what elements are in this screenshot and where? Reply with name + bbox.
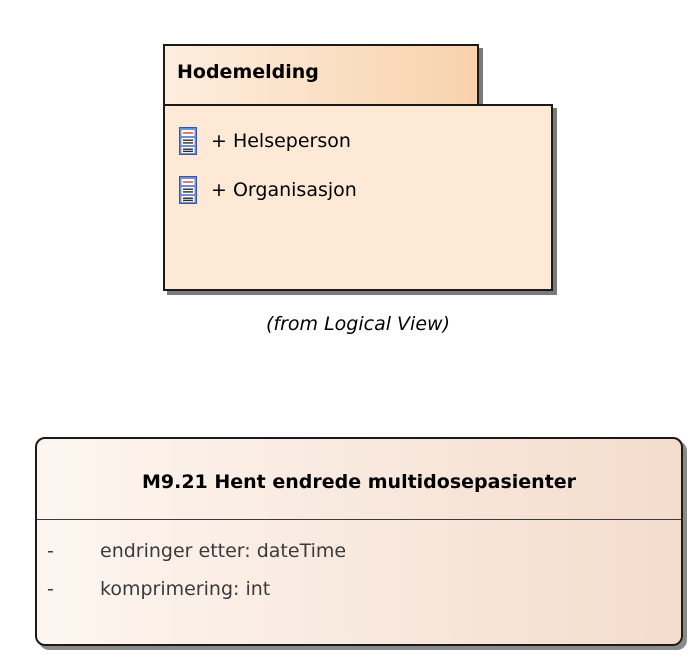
class-header: M9.21 Hent endrede multidosepasienter bbox=[37, 439, 681, 520]
class-attribute[interactable]: - komprimering: int bbox=[47, 575, 270, 603]
package-name: Hodemelding bbox=[177, 61, 319, 83]
package-item-label: + Helseperson bbox=[211, 130, 351, 152]
class-element-icon bbox=[179, 176, 197, 204]
attribute-text: endringer etter: dateTime bbox=[100, 540, 347, 562]
attribute-text: komprimering: int bbox=[100, 578, 271, 600]
package-item-helseperson[interactable]: + Helseperson bbox=[179, 126, 351, 156]
package-body[interactable]: + Helseperson + Organisasjon bbox=[163, 104, 553, 291]
class-title: M9.21 Hent endrede multidosepasienter bbox=[141, 471, 577, 493]
class-element-icon bbox=[179, 127, 197, 155]
class-attribute[interactable]: - endringer etter: dateTime bbox=[47, 537, 346, 565]
class-element[interactable]: M9.21 Hent endrede multidosepasienter - e… bbox=[35, 437, 683, 646]
package-source-note: (from Logical View) bbox=[266, 313, 450, 335]
package-tab[interactable]: Hodemelding bbox=[163, 44, 479, 106]
attribute-visibility: - bbox=[47, 540, 54, 562]
package-item-organisasjon[interactable]: + Organisasjon bbox=[179, 175, 357, 205]
attribute-visibility: - bbox=[47, 578, 54, 600]
package-item-label: + Organisasjon bbox=[211, 179, 357, 201]
